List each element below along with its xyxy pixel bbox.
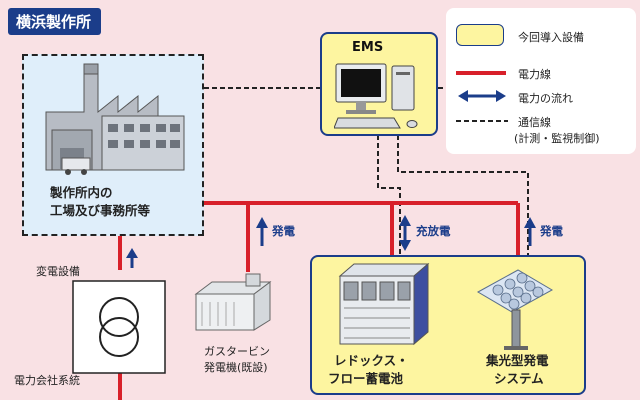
gas-turbine-label-line2: 発電機(既設)	[204, 361, 268, 374]
ems-label: EMS	[352, 40, 384, 55]
gas-turbine-label-line1: ガスタービン	[204, 345, 270, 358]
flow-label-gen1: 発電	[272, 224, 295, 238]
redox-battery-icon	[338, 262, 430, 346]
solar-label-line1: 集光型発電	[486, 353, 549, 368]
factory-icon	[45, 63, 185, 175]
comm-line-ems-battery	[377, 135, 401, 255]
comm-lines	[204, 87, 529, 255]
legend-new-equipment-swatch	[456, 24, 504, 46]
legend-flow-label: 電力の流れ	[518, 92, 573, 105]
legend-comm-sublabel: (計測・監視制御)	[514, 132, 600, 145]
flow-arrows	[126, 215, 536, 268]
arrow-utility-up	[126, 248, 138, 268]
arrow-gen2-up	[524, 217, 536, 246]
legend-flow-swatch	[458, 90, 506, 102]
redox-label-line1: レドックス・	[334, 353, 409, 368]
factory-label-line1: 製作所内の	[50, 185, 113, 200]
arrow-charge-both	[399, 215, 411, 251]
factory-label-line2: 工場及び事務所等	[50, 203, 151, 218]
gas-turbine-icon	[194, 273, 272, 331]
legend-new-equipment-label: 今回導入設備	[518, 31, 584, 44]
page-title: 横浜製作所	[8, 8, 102, 35]
legend-comm-label: 通信線	[518, 116, 551, 129]
arrow-gen1-up	[256, 217, 268, 246]
redox-label-line2: フロー蓄電池	[328, 371, 404, 386]
solar-concentrator-icon	[476, 269, 554, 350]
flow-label-charge: 充放電	[416, 224, 451, 238]
transformer-icon	[72, 280, 166, 374]
computer-icon	[334, 63, 418, 129]
legend-comm-swatch	[456, 120, 508, 122]
utility-label: 電力会社系統	[14, 374, 80, 387]
flow-label-gen2: 発電	[540, 224, 563, 238]
legend-power-line-label: 電力線	[518, 68, 551, 81]
comm-line-ems-solar	[397, 135, 529, 255]
solar-label-line2: システム	[494, 371, 544, 386]
substation-label: 変電設備	[36, 265, 80, 278]
legend-power-line-swatch	[456, 71, 506, 75]
